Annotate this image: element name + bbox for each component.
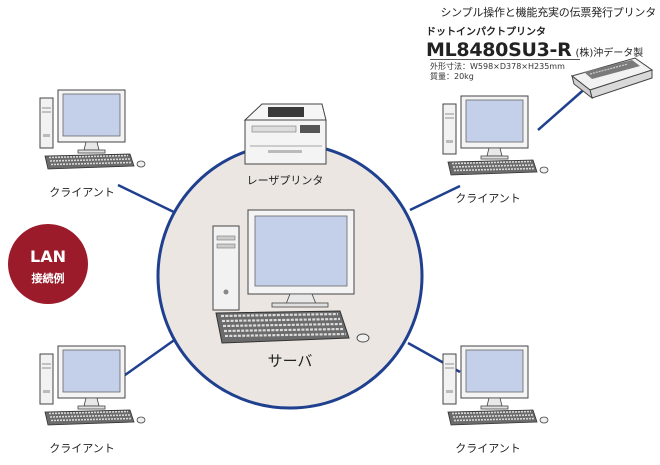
printer-model-row: ML8480SU3-R(株)沖データ製 bbox=[426, 39, 656, 61]
lan-badge bbox=[8, 224, 88, 304]
printer-maker: (株)沖データ製 bbox=[575, 48, 644, 59]
server-computer bbox=[212, 209, 370, 344]
link-bottom-left-client bbox=[117, 334, 181, 382]
client-computer-bottom-right bbox=[442, 345, 549, 426]
printer-dimensions: 外形寸法：W598×D378×H235mm bbox=[430, 62, 565, 71]
client-label-bottom-left: クライアント bbox=[49, 442, 115, 455]
link-top-left-client bbox=[117, 183, 179, 216]
client-computer-top-right bbox=[442, 95, 549, 176]
lan-badge-subtitle: 接続例 bbox=[32, 271, 65, 285]
lan-badge-title: LAN bbox=[30, 247, 66, 266]
dot-impact-printer bbox=[570, 57, 654, 100]
link-dot-matrix-printer bbox=[537, 85, 589, 131]
server-label: サーバ bbox=[268, 352, 313, 370]
printer-weight: 質量：20kg bbox=[430, 72, 474, 81]
printer-info-block: シンプル操作と機能充実の伝票発行プリンタ ドットインパクトプリンタ ML8480… bbox=[426, 4, 656, 61]
client-label-top-right: クライアント bbox=[455, 192, 521, 205]
client-computer-top-left bbox=[39, 89, 146, 170]
link-top-right-client bbox=[409, 184, 461, 212]
printer-type: ドットインパクトプリンタ bbox=[426, 27, 546, 38]
printer-specs: 外形寸法：W598×D378×H235mm 質量：20kg bbox=[430, 62, 580, 82]
client-computer-bottom-left bbox=[39, 345, 146, 426]
printer-tagline: シンプル操作と機能充実の伝票発行プリンタ bbox=[440, 6, 656, 19]
laser-printer bbox=[243, 103, 327, 165]
client-label-top-left: クライアント bbox=[49, 186, 115, 199]
client-label-bottom-right: クライアント bbox=[455, 442, 521, 455]
printer-spec-divider bbox=[430, 59, 580, 60]
laser-printer-label: レーザプリンタ bbox=[247, 174, 324, 187]
printer-model: ML8480SU3-R bbox=[426, 39, 572, 61]
